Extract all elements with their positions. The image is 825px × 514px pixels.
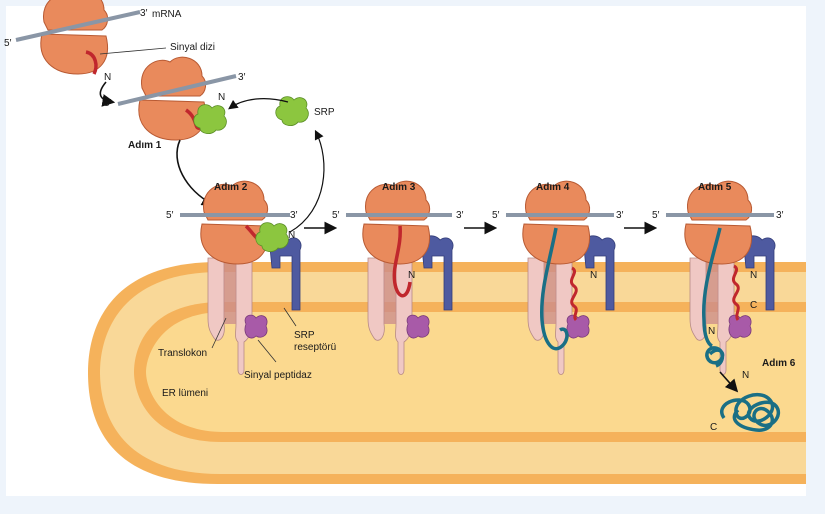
arrow-to-step1 [99, 81, 116, 107]
receptor-leader-line [283, 307, 297, 327]
label-c: C [710, 422, 717, 433]
er-membrane [88, 262, 806, 484]
step6-folded-protein: Adım 6 N C [710, 358, 796, 433]
signal-peptidase-icon [728, 314, 752, 339]
label-srp-receptor-1: SRP [294, 330, 315, 341]
mrna-strand [15, 10, 141, 42]
label-3prime: 3′ [776, 210, 784, 221]
ribosome-free: 5′ 3′ mRNA Sinyal dizi N [4, 0, 215, 83]
er-lumen-area [146, 312, 806, 432]
label-srp: SRP [314, 107, 335, 118]
label-signal-peptidase: Sinyal peptidaz [244, 370, 312, 381]
arrow-srp-release [289, 129, 325, 233]
translocon-leader-line [211, 317, 227, 349]
signal-peptide [569, 266, 578, 322]
mrna-strand [117, 74, 237, 106]
label-step2: Adım 2 [214, 182, 248, 193]
signal-leader-line [99, 47, 167, 55]
label-n-signal: N [750, 270, 757, 281]
label-5prime: 5′ [652, 210, 660, 221]
label-step6: Adım 6 [762, 358, 796, 369]
step5-complex: Adım 5 5′ 3′ N C N [652, 180, 784, 375]
label-srp-receptor-2: reseptörü [294, 342, 336, 353]
signal-peptide [731, 264, 740, 321]
label-step3: Adım 3 [382, 182, 416, 193]
label-step1: Adım 1 [128, 140, 162, 151]
label-translocon: Translokon [158, 348, 207, 359]
arrow-to-step6 [719, 371, 739, 393]
label-step4: Adım 4 [536, 182, 570, 193]
label-c-signal: C [750, 300, 757, 311]
label-5prime: 5′ [332, 210, 340, 221]
step2-complex: Adım 2 5′ 3′ N [166, 180, 302, 375]
peptidase-leader-line [257, 339, 277, 363]
arrow-srp-recycle [228, 98, 289, 110]
folded-protein-coil [720, 393, 781, 432]
label-3prime: 3′ [140, 8, 148, 19]
label-n: N [288, 230, 295, 241]
signal-peptidase-icon [566, 314, 590, 339]
label-er-lumen: ER lümeni [162, 388, 208, 399]
label-3prime: 3′ [238, 72, 246, 83]
signal-peptidase-icon [406, 314, 430, 339]
label-n: N [742, 370, 749, 381]
label-3prime: 3′ [290, 210, 298, 221]
label-5prime: 5′ [4, 38, 12, 49]
folding-polypeptide [705, 346, 725, 368]
label-signal-sequence: Sinyal dizi [170, 42, 215, 53]
signal-peptide [392, 225, 412, 298]
label-step5: Adım 5 [698, 182, 732, 193]
polypeptide-chain [701, 227, 722, 348]
label-n: N [408, 270, 415, 281]
label-mrna: mRNA [152, 9, 182, 20]
label-n: N [590, 270, 597, 281]
step3-complex: Adım 3 5′ 3′ N [332, 180, 464, 375]
label-3prime: 3′ [456, 210, 464, 221]
signal-peptide [85, 50, 98, 75]
label-5prime: 5′ [166, 210, 174, 221]
ribosome-icon [40, 0, 109, 75]
label-n-top: N [104, 72, 111, 83]
label-5prime: 5′ [492, 210, 500, 221]
polypeptide-chain [539, 227, 569, 351]
label-n-chain: N [708, 326, 715, 337]
label-n: N [218, 92, 225, 103]
step4-complex: Adım 4 5′ 3′ N [492, 180, 624, 375]
label-3prime: 3′ [616, 210, 624, 221]
signal-peptidase-icon [244, 314, 268, 339]
